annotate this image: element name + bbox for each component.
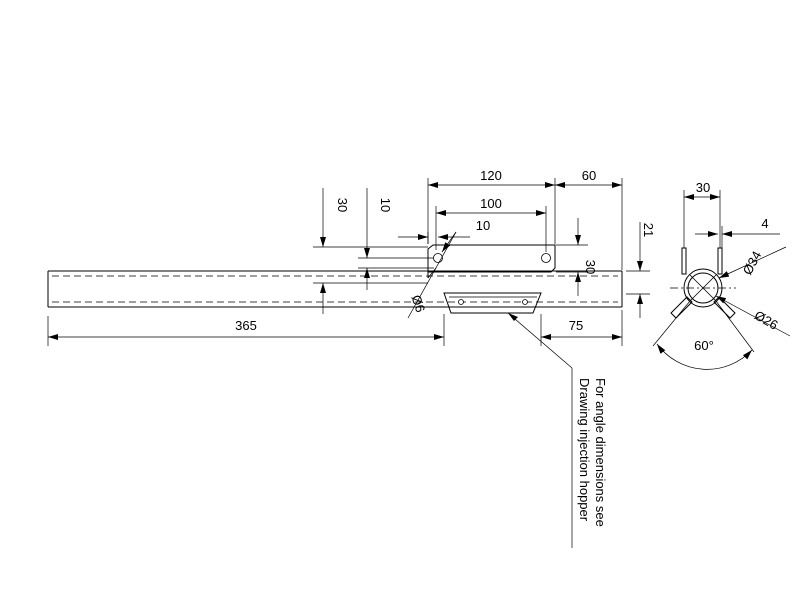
note-line-2: Drawing injection hopper bbox=[577, 378, 592, 522]
note-leader bbox=[507, 312, 573, 548]
dim-100-label: 100 bbox=[480, 196, 502, 211]
dim-phi6-label: Ø6 bbox=[408, 293, 428, 314]
dim-100: 100 bbox=[435, 196, 547, 252]
end-view-clip-left bbox=[681, 247, 687, 275]
dim-phi6: Ø6 bbox=[407, 231, 457, 319]
dim-30-right: 30 bbox=[556, 218, 598, 296]
dim-phi34-label: Ø34 bbox=[740, 249, 765, 278]
dim-30-vertical-label: 30 bbox=[335, 198, 350, 212]
end-view-angle-label: 60° bbox=[694, 338, 714, 353]
dim-30-right-label: 30 bbox=[583, 260, 598, 274]
dim-365-label: 365 bbox=[235, 318, 257, 333]
hopper-hole-right bbox=[522, 299, 528, 305]
end-view: 60° bbox=[652, 247, 755, 370]
dim-10-horizontal: 10 bbox=[398, 218, 490, 244]
dim-10-vertical-label: 10 bbox=[378, 198, 393, 212]
hopper-block bbox=[443, 292, 542, 314]
dim-60: 60 bbox=[555, 168, 623, 270]
dim-75-label: 75 bbox=[569, 318, 583, 333]
dim-phi34: Ø34 bbox=[718, 246, 787, 279]
dim-end-30-label: 30 bbox=[696, 180, 710, 195]
dim-30-vertical: 30 bbox=[313, 188, 428, 314]
dim-end-4: 4 bbox=[695, 216, 780, 248]
bracket-hole-right bbox=[541, 253, 551, 263]
dim-75: 75 bbox=[540, 310, 623, 346]
dim-10-horizontal-label: 10 bbox=[476, 218, 490, 233]
dim-end-4-label: 4 bbox=[761, 216, 768, 231]
dim-60-label: 60 bbox=[582, 168, 596, 183]
dim-end-30: 30 bbox=[683, 180, 721, 248]
dim-21: 21 bbox=[626, 222, 656, 318]
note-text: For angle dimensions see Drawing injecti… bbox=[577, 378, 608, 527]
hopper-hole-left bbox=[458, 299, 464, 305]
note-line-1: For angle dimensions see bbox=[593, 378, 608, 527]
dim-365: 365 bbox=[47, 314, 445, 346]
dim-10-vertical: 10 bbox=[358, 188, 434, 290]
main-tube bbox=[47, 270, 623, 308]
bracket-plate bbox=[427, 244, 556, 279]
dim-120-label: 120 bbox=[480, 168, 502, 183]
end-view-clip-right bbox=[717, 247, 723, 275]
dim-120: 120 bbox=[427, 168, 556, 244]
dim-21-label: 21 bbox=[641, 223, 656, 237]
